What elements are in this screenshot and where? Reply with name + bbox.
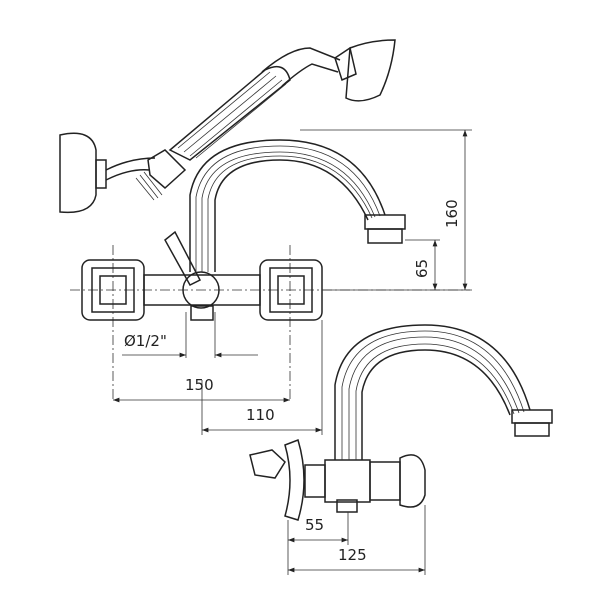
dim-160: 160	[443, 199, 461, 228]
hand-shower	[59, 39, 396, 214]
side-view	[249, 324, 553, 521]
dim-110: 110	[246, 406, 275, 424]
dim-150: 150	[185, 376, 214, 394]
front-view	[70, 139, 470, 400]
dim-125: 125	[338, 546, 367, 564]
dim-55: 55	[305, 516, 324, 534]
dim-connection: Ø1/2"	[124, 332, 167, 350]
dimension-lines	[113, 129, 472, 575]
dim-65: 65	[413, 259, 431, 278]
